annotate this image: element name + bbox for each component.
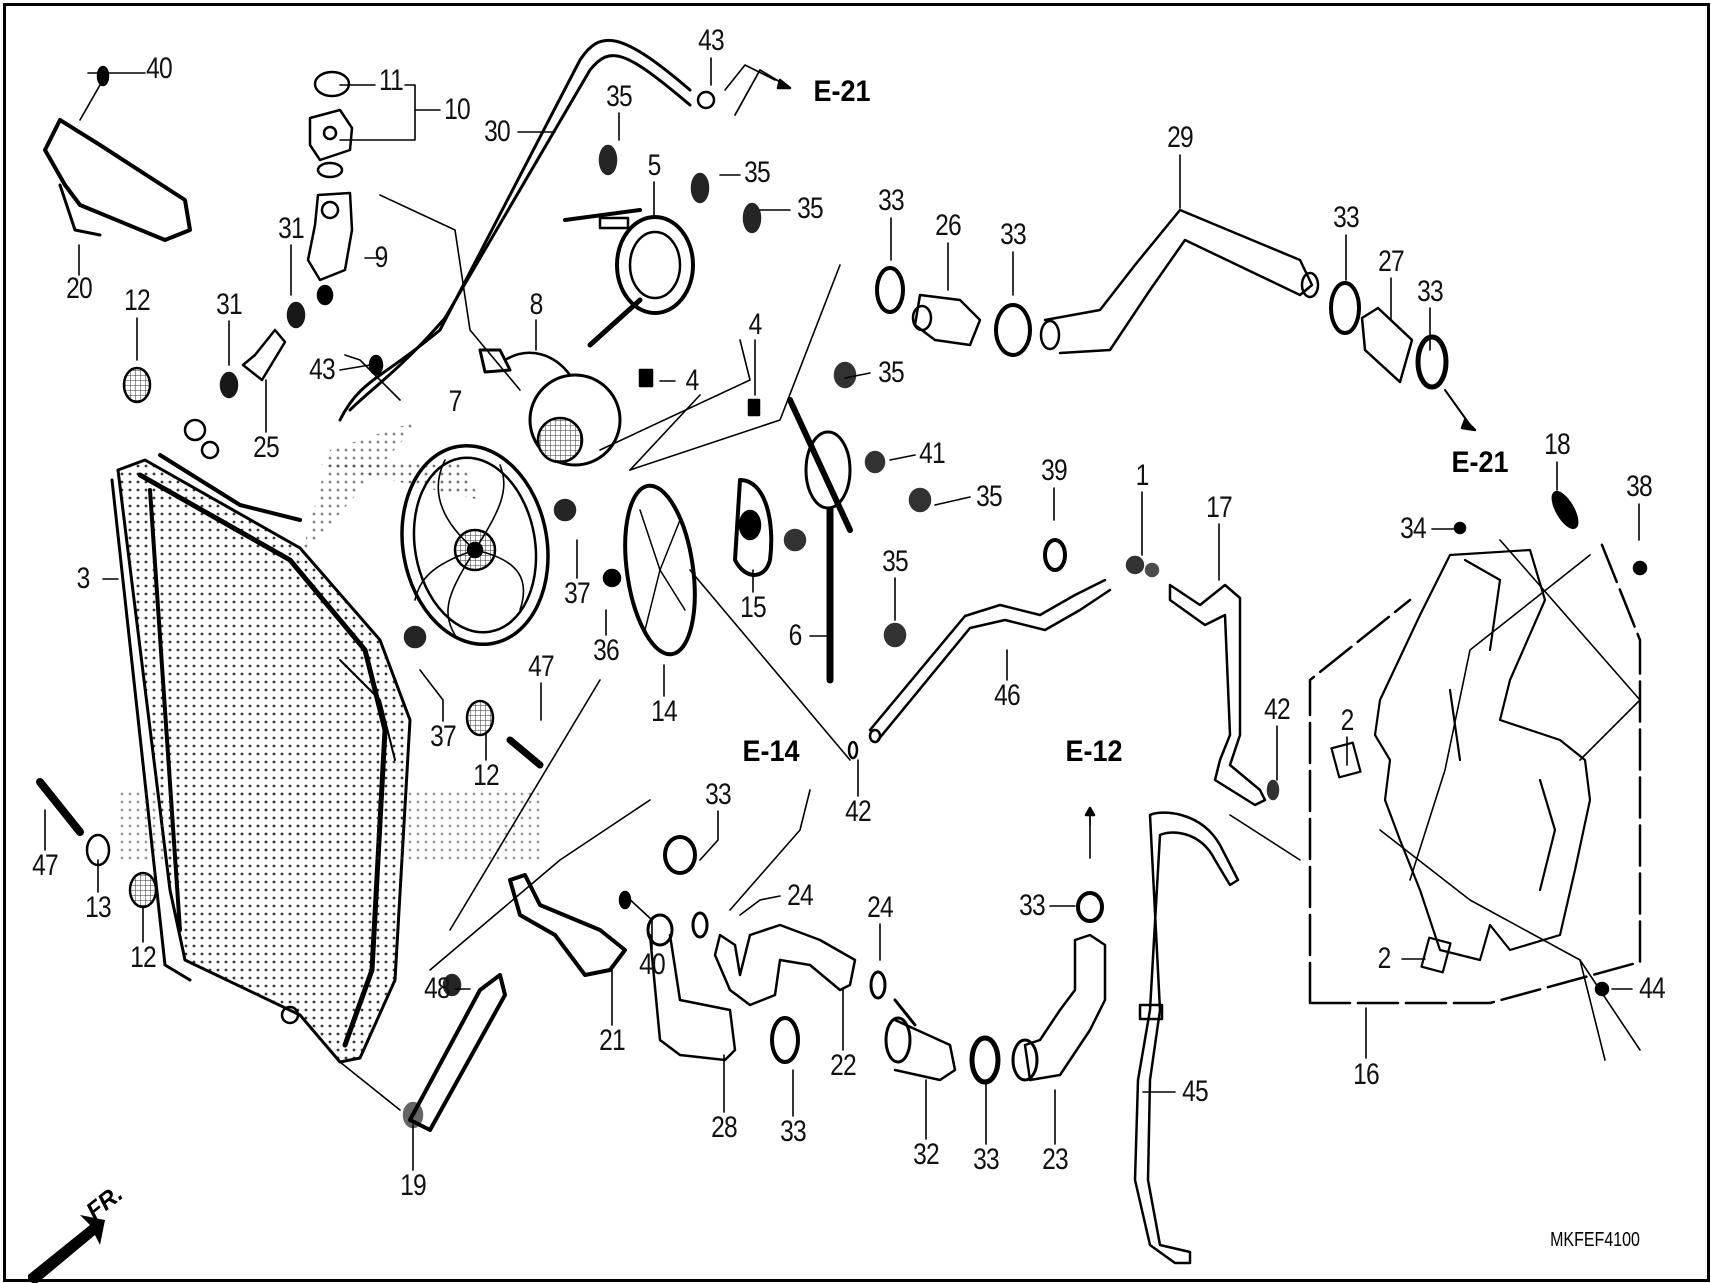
- part-label: 12: [124, 284, 151, 317]
- part-label: 27: [1378, 245, 1405, 278]
- part-label: 29: [1167, 121, 1194, 154]
- part-label: 16: [1353, 1058, 1380, 1091]
- part-label: 43: [309, 353, 336, 386]
- part-label: 37: [564, 577, 591, 610]
- part-label: 1: [1135, 459, 1150, 492]
- diagram-code: MKFEF4100: [1550, 1229, 1640, 1251]
- part-label: 4: [685, 364, 700, 397]
- part-label: 25: [253, 431, 280, 464]
- part-label: 12: [473, 759, 500, 792]
- part-label: 36: [593, 634, 620, 667]
- part-label: 42: [1264, 693, 1291, 726]
- part-label: 21: [599, 1024, 626, 1057]
- part-label: 2: [1340, 704, 1355, 737]
- reservoir-tank-icon: [1330, 548, 1592, 974]
- part-label: 7: [448, 385, 463, 418]
- part-label: 40: [146, 52, 173, 85]
- section-reference-label: E-21: [1451, 446, 1509, 479]
- part-label: 43: [698, 24, 725, 57]
- part-label: 11: [379, 64, 404, 97]
- diagram-border: [3, 3, 1710, 1282]
- part-label: 13: [85, 891, 112, 924]
- part-label: 5: [647, 149, 662, 182]
- part-label: 39: [1041, 454, 1068, 487]
- front-arrow-icon: [28, 1215, 105, 1283]
- part-label: 8: [529, 288, 544, 321]
- reservoir-bracket: [1308, 538, 1642, 1005]
- part-label: 33: [705, 778, 732, 811]
- section-reference-label: E-12: [1065, 735, 1123, 768]
- part-label: 17: [1206, 491, 1233, 524]
- part-label: 20: [66, 272, 93, 305]
- part-label: 30: [484, 115, 511, 148]
- part-label: 35: [797, 192, 824, 225]
- part-label: 37: [430, 720, 457, 753]
- part-label: 15: [740, 591, 767, 624]
- part-label: 31: [216, 288, 243, 321]
- leader-lines: [44, 57, 1641, 1171]
- part-label: 24: [787, 879, 814, 912]
- part-label: 31: [278, 212, 305, 245]
- part-label: 47: [32, 849, 59, 882]
- part-label: 28: [711, 1111, 738, 1144]
- part-label: 12: [130, 941, 157, 974]
- section-reference-label: E-14: [742, 735, 800, 768]
- part-label: 40: [639, 948, 666, 981]
- part-label: 4: [748, 308, 763, 341]
- part-label: 35: [606, 80, 633, 113]
- part-label: 3: [76, 562, 91, 595]
- part-label: 18: [1544, 428, 1571, 461]
- radiator-core-icon: [110, 418, 540, 1064]
- part-label: 35: [882, 545, 909, 578]
- part-label: 46: [994, 679, 1021, 712]
- part-label: 44: [1639, 972, 1666, 1005]
- part-label: 26: [935, 209, 962, 242]
- part-label: 33: [973, 1143, 1000, 1176]
- part-label: 33: [1333, 201, 1360, 234]
- part-label: 48: [424, 972, 451, 1005]
- part-label: 33: [1417, 275, 1444, 308]
- part-label: 2: [1377, 942, 1392, 975]
- part-label: 32: [913, 1138, 940, 1171]
- part-label: 23: [1042, 1143, 1069, 1176]
- part-label: 41: [919, 437, 946, 470]
- part-label: 35: [976, 480, 1003, 513]
- part-label: 22: [830, 1049, 857, 1082]
- part-label: 6: [788, 619, 803, 652]
- part-label: 9: [374, 241, 389, 274]
- part-label: 47: [528, 650, 555, 683]
- part-label: 35: [878, 356, 905, 389]
- section-reference-label: E-21: [813, 75, 871, 108]
- part-label: 33: [1019, 889, 1046, 922]
- part-label: 42: [845, 795, 872, 828]
- part-label: 38: [1626, 470, 1653, 503]
- part-label: 10: [444, 93, 471, 126]
- part-label: 14: [651, 695, 678, 728]
- part-label: 24: [867, 891, 894, 924]
- part-label: 33: [780, 1115, 807, 1148]
- part-label: 33: [878, 184, 905, 217]
- part-label: 19: [400, 1169, 427, 1202]
- part-label: 35: [744, 156, 771, 189]
- part-label: 45: [1182, 1075, 1209, 1108]
- part-label: 34: [1400, 512, 1427, 545]
- part-label: 33: [1000, 218, 1027, 251]
